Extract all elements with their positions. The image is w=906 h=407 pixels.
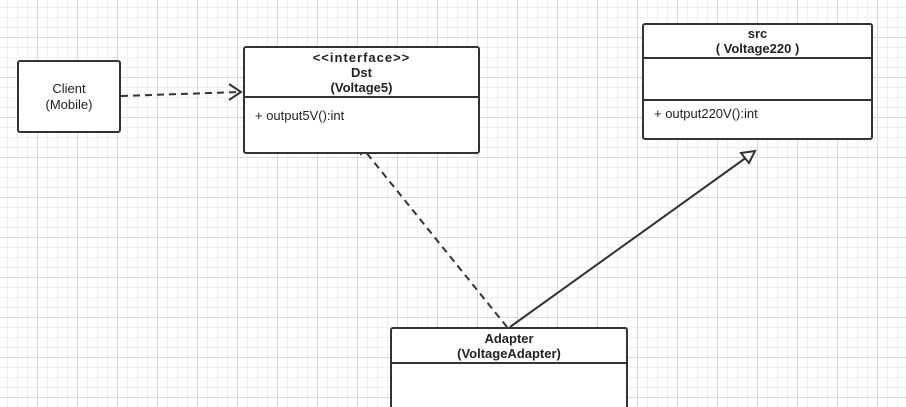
src-class-name: src (747, 26, 768, 41)
realization-adapter-dst[interactable] (355, 137, 508, 328)
src-attributes (644, 59, 871, 101)
dst-class-name: Dst (351, 64, 372, 80)
dst-method: + output5V():int (255, 108, 345, 123)
dst-stereotype: <<interface>> (312, 49, 411, 65)
src-class-header: src ( Voltage220 ) (644, 25, 871, 59)
client-node[interactable]: Client (Mobile) (17, 60, 121, 133)
dst-class-detail: (Voltage5) (330, 79, 393, 95)
dst-class-header: <<interface>> Dst (Voltage5) (245, 48, 478, 98)
adapter-class-detail: (VoltageAdapter) (457, 345, 561, 361)
open-arrowhead-icon (228, 83, 243, 101)
adapter-class-name: Adapter (484, 330, 534, 346)
hollow-triangle-arrowhead-icon (739, 149, 757, 165)
src-class-box[interactable]: src ( Voltage220 ) + output220V():int (642, 23, 873, 140)
adapter-class-header: Adapter (VoltageAdapter) (392, 329, 626, 364)
dependency-client-dst[interactable] (120, 83, 243, 101)
client-sublabel: (Mobile) (45, 96, 93, 112)
adapter-class-box[interactable]: Adapter (VoltageAdapter) (390, 327, 628, 407)
src-operations: + output220V():int (644, 101, 871, 129)
adapter-attributes (392, 364, 626, 407)
client-label: Client (52, 80, 86, 96)
dst-operations: + output5V():int (245, 98, 478, 131)
src-class-detail: ( Voltage220 ) (715, 41, 800, 56)
src-method: + output220V():int (654, 106, 758, 121)
dst-class-box[interactable]: <<interface>> Dst (Voltage5) + output5V(… (243, 46, 480, 154)
association-adapter-src[interactable] (509, 149, 757, 328)
